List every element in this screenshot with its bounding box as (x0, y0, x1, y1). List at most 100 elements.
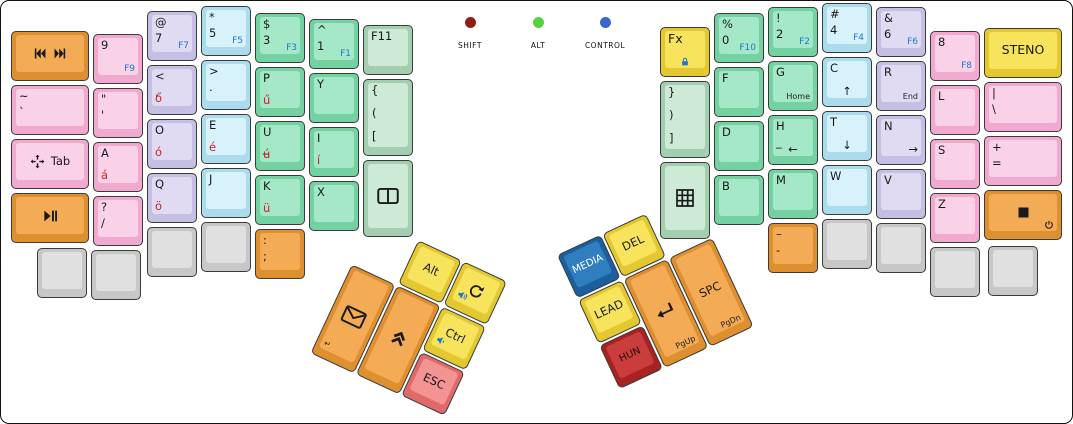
key-chevrons[interactable] (355, 285, 441, 395)
key-t-down[interactable]: T↓ (822, 111, 872, 161)
key-legend: End (902, 92, 918, 101)
chevrons-up-icon (386, 324, 413, 351)
key-u[interactable]: U_ú (255, 121, 305, 171)
key-play-pause[interactable] (11, 193, 89, 243)
key-move-tab[interactable]: Tab (11, 139, 89, 189)
key-legend: F (722, 71, 729, 85)
indicator-alt: ALT (503, 17, 573, 50)
keycap-face: X (314, 185, 354, 222)
key-blank-left-1[interactable] (37, 248, 87, 298)
key-less-comma[interactable]: <,ő (147, 65, 197, 115)
key-question-slash[interactable]: ?/ (93, 196, 143, 246)
key-legend: ` (19, 105, 25, 119)
key-colon-semicolon[interactable]: :; (255, 229, 305, 279)
key-s[interactable]: S (930, 139, 980, 189)
key-n-right[interactable]: N→ (876, 115, 926, 165)
key-d[interactable]: D (714, 121, 764, 171)
key-c-up[interactable]: C↑ (822, 57, 872, 107)
keycap-face (364, 291, 435, 385)
key-b[interactable]: B (714, 175, 764, 225)
key-steno[interactable]: STENO (984, 28, 1062, 78)
key-stop-power[interactable] (984, 190, 1062, 240)
key-legend: F8 (961, 61, 972, 71)
stop-icon (1016, 205, 1031, 220)
key-quote[interactable]: "' (93, 88, 143, 138)
key-plus-equals[interactable]: += (984, 136, 1062, 186)
keycap-face: ESC (409, 357, 459, 406)
key-media-prev-next[interactable] (11, 31, 89, 81)
key-x[interactable]: X (309, 181, 359, 231)
keycap-face: Tab (16, 143, 84, 180)
key-redo-volume-up[interactable] (443, 261, 508, 326)
key-legend: N (884, 119, 893, 133)
key-legend: U (263, 125, 272, 139)
key-h-left[interactable]: H_← (768, 115, 818, 165)
key-j[interactable]: J (201, 168, 251, 218)
key-tilde-grave[interactable]: ~` (11, 85, 89, 135)
keycap-face: += (989, 140, 1057, 177)
key-ctrl-volume-down[interactable]: Ctrl (422, 306, 487, 371)
key-blank-right-3[interactable] (930, 247, 980, 297)
key-compose-mail[interactable]: ↵ (310, 264, 396, 374)
keycap-face: Z (935, 197, 975, 234)
key-blank-right-2[interactable] (876, 223, 926, 273)
key-blank-left-4[interactable] (201, 222, 251, 272)
key-y[interactable]: Y (309, 73, 359, 123)
key-blank-right-1[interactable] (822, 219, 872, 269)
keycap-face (827, 223, 867, 260)
key-close-brackets[interactable]: })] (660, 81, 710, 158)
key-v[interactable]: V (876, 169, 926, 219)
keycap-face: J (206, 172, 246, 209)
key-pipe-backslash[interactable]: |\ (984, 82, 1062, 132)
key-legend: I (317, 131, 321, 145)
key-w[interactable]: W (822, 165, 872, 215)
key-window-split[interactable] (363, 160, 413, 237)
keycap-face: S (935, 143, 975, 180)
key-greater-period[interactable]: >. (201, 60, 251, 110)
key-open-brackets[interactable]: {([ (363, 79, 413, 156)
key-legend: 5 (209, 26, 217, 40)
keycap-face: >. (206, 64, 246, 101)
key-f11[interactable]: F11 (363, 25, 413, 75)
key-z[interactable]: Z (930, 193, 980, 243)
key-legend: W (830, 169, 842, 183)
key-fx[interactable]: Fx (660, 27, 710, 77)
key-blank-right-4[interactable] (988, 246, 1038, 296)
key-blank-left-2[interactable] (91, 250, 141, 300)
key-l[interactable]: L (930, 85, 980, 135)
key-enter-pgup[interactable]: PgUp (623, 258, 709, 369)
key-legend: L (938, 89, 945, 103)
key-legend: SPC (696, 278, 723, 301)
key-grid[interactable] (660, 162, 710, 239)
keycap-face: F11 (368, 29, 408, 66)
key-m[interactable]: M (768, 169, 818, 219)
key-dash[interactable]: –- (768, 223, 818, 273)
key-blank-left-3[interactable] (147, 227, 197, 277)
key-legend: ü (263, 200, 271, 215)
key-f[interactable]: F (714, 67, 764, 117)
